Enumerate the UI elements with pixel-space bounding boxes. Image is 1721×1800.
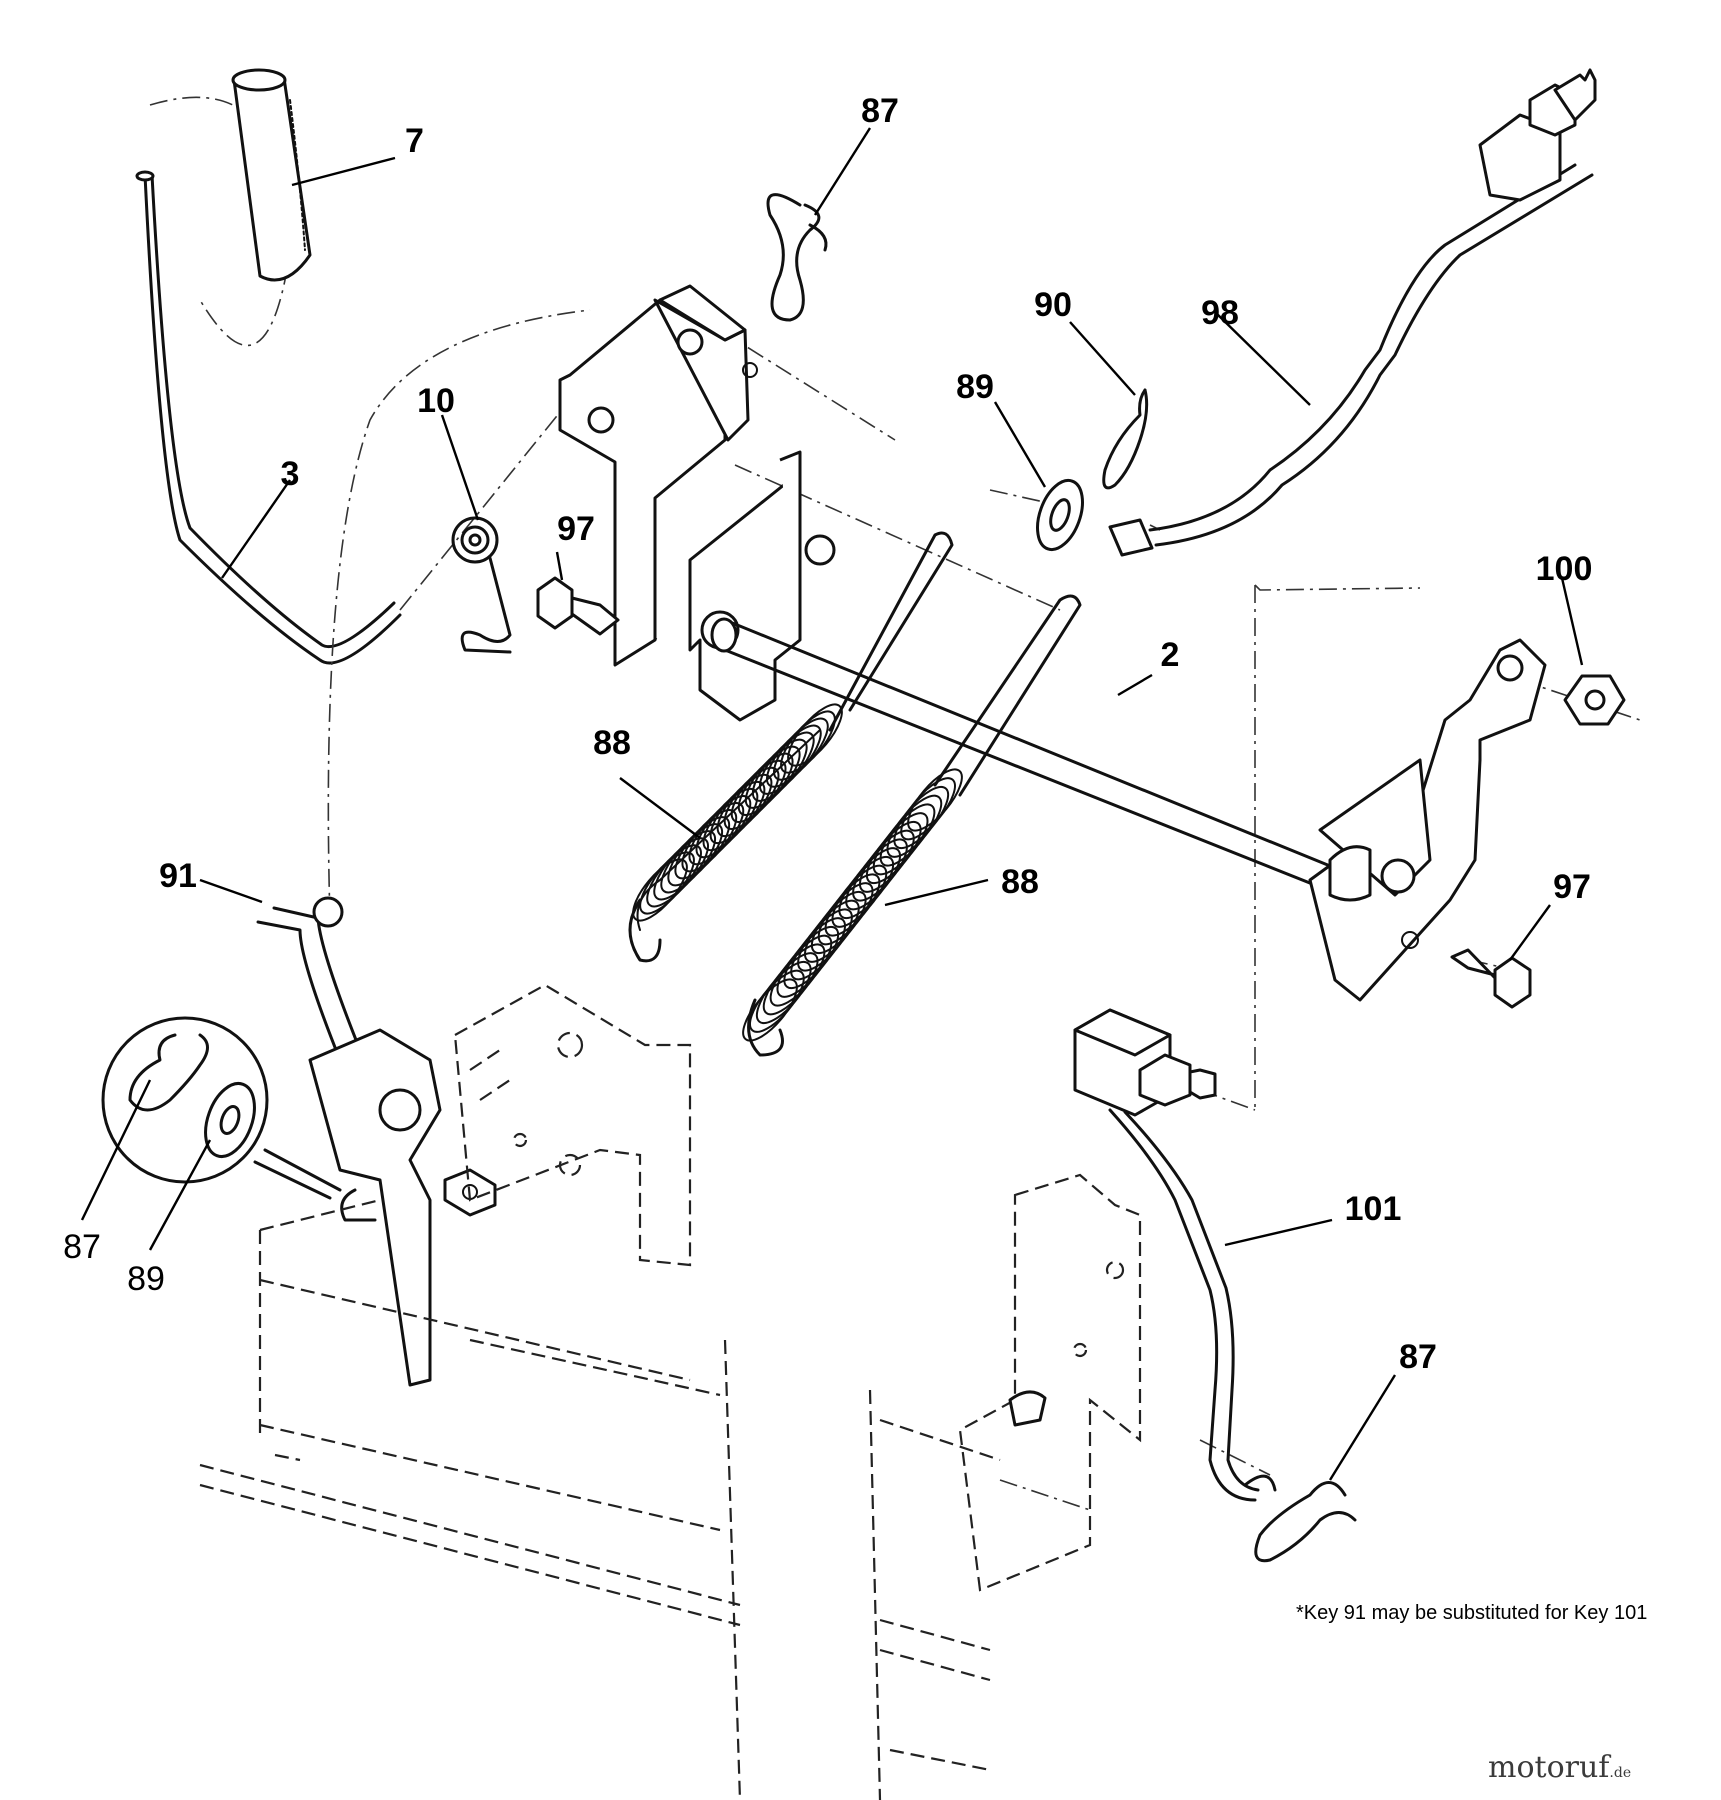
watermark-logo: motoruf.de <box>1488 1750 1631 1785</box>
spring-coil-turn <box>709 780 766 845</box>
callout-7: 7 <box>405 122 424 160</box>
callout-91: 91 <box>159 857 197 895</box>
spring-coil-turn <box>749 969 805 1033</box>
spring-coil-turn <box>859 829 915 893</box>
bolt-left-part <box>536 576 620 636</box>
callout-labels: 7 87 90 98 89 10 3 97 100 2 88 88 91 97 … <box>63 92 1592 1376</box>
spring-coil-turn <box>702 787 759 852</box>
spring-coil-turn <box>865 820 922 885</box>
spring-coil-turn <box>776 934 833 998</box>
callout-97-left: 97 <box>557 510 595 548</box>
spring-coil-turn <box>766 724 822 788</box>
watermark-suffix: .de <box>1609 1765 1632 1781</box>
deck-mount-left-part <box>308 1028 497 1387</box>
callout-89-inset: 89 <box>127 1260 165 1298</box>
spring-coil-turn <box>742 978 798 1042</box>
hairpin-clip-top-part <box>766 193 828 322</box>
spring-coil-turn <box>653 837 709 901</box>
spring-coil-turn <box>831 864 888 928</box>
inset-detail-part <box>101 1016 342 1200</box>
lift-shaft-part <box>710 617 1342 897</box>
spring-coil-turn <box>762 952 819 1016</box>
callout-90: 90 <box>1034 286 1072 324</box>
spring-coil-turn <box>639 851 695 915</box>
callout-2: 2 <box>1161 636 1180 674</box>
spring-coil-turn <box>787 703 843 767</box>
deck-plate-right-part <box>958 1173 1142 1592</box>
spring-right-part <box>742 594 1082 1057</box>
callout-101: 101 <box>1345 1190 1402 1228</box>
spring-left-part <box>628 531 954 963</box>
spring-coil-turn <box>769 943 826 1007</box>
watermark-main: motoruf <box>1488 1750 1610 1785</box>
spring-coil-turn <box>893 785 950 850</box>
footnote-text: *Key 91 may be substituted for Key 101 <box>1296 1602 1648 1624</box>
spring-coil-turn <box>667 823 724 887</box>
spring-coil-turn <box>852 838 908 902</box>
spring-coil-turn <box>755 960 812 1025</box>
spring-coil-turn <box>759 731 815 795</box>
spring-coil-turn <box>845 847 901 911</box>
callout-97-right: 97 <box>1553 868 1591 906</box>
deck-outline-left <box>199 1198 742 1800</box>
callout-87-bottom: 87 <box>1399 1338 1437 1376</box>
linkage-rod-part <box>1108 68 1597 557</box>
callout-98: 98 <box>1201 294 1239 332</box>
hairpin-clip-90-part <box>1102 388 1149 490</box>
callout-89-top: 89 <box>956 368 994 406</box>
hex-nut-part <box>1563 674 1626 726</box>
spring-coil-turn <box>886 794 943 858</box>
spring-coil-turn <box>900 777 956 841</box>
handle-grip-part <box>231 68 312 282</box>
spring-coil-turn <box>879 803 936 867</box>
washer-part <box>1036 478 1084 552</box>
spring-coil-turn <box>907 768 963 832</box>
deck-plate-left-part <box>453 983 692 1267</box>
spring-coil-turn <box>804 899 860 963</box>
spring-coil-turn <box>632 858 688 922</box>
callout-87-top: 87 <box>861 92 899 130</box>
spring-coil-turn <box>688 802 745 866</box>
callout-88-left: 88 <box>593 724 631 762</box>
spring-coil-turn <box>810 890 867 955</box>
spring-coil-turn <box>646 844 702 908</box>
spring-coil-turn <box>824 873 881 937</box>
torsion-spring-part <box>451 516 512 654</box>
callout-3: 3 <box>281 455 300 493</box>
link-rod-101-part <box>1073 1008 1277 1502</box>
hairpin-clip-bottom-part <box>1254 1481 1357 1563</box>
lift-arm-bracket-part <box>1308 638 1547 1002</box>
bolt-right-part <box>1450 948 1532 1009</box>
callout-87-inset: 87 <box>63 1228 101 1266</box>
spring-coil-turn <box>681 809 738 873</box>
construction-lines <box>327 309 1641 1511</box>
callout-100: 100 <box>1536 550 1593 588</box>
callout-10: 10 <box>417 382 455 420</box>
spring-coil-turn <box>872 812 929 876</box>
spring-coil-turn <box>783 925 840 990</box>
spring-coil-turn <box>838 855 895 920</box>
spring-coil-turn <box>695 795 752 859</box>
spring-coil-turn <box>790 917 846 981</box>
spring-coil-turn <box>797 908 853 972</box>
deck-outline-right <box>868 1389 1001 1800</box>
leader-lines <box>80 127 1584 1481</box>
lift-bracket-part <box>558 284 836 722</box>
spring-coil-turn <box>660 830 716 894</box>
spring-coil-turn <box>817 882 874 946</box>
callout-88-right: 88 <box>1001 863 1039 901</box>
